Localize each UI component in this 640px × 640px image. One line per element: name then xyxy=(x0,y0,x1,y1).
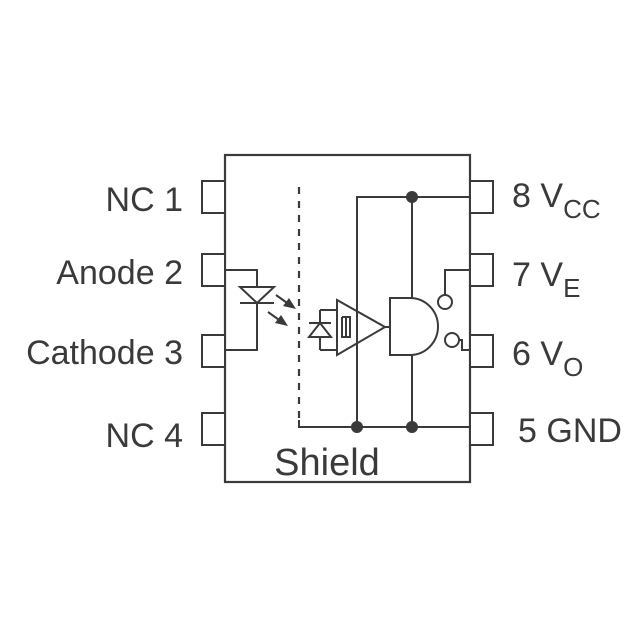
pin-1-label: NC 1 xyxy=(106,181,183,219)
junction-gnd-left xyxy=(351,421,363,433)
pin-7-label: 7 VE xyxy=(512,256,580,303)
pin-3-tab xyxy=(201,334,226,368)
pin-6-label: 6 VO xyxy=(512,335,583,382)
pin-7-tab xyxy=(469,253,494,287)
amplifier-triangle xyxy=(336,298,388,357)
junction-vcc xyxy=(406,191,418,203)
nand-gate-body xyxy=(389,297,439,356)
vcc-rail xyxy=(356,196,470,427)
led-diode-triangle xyxy=(237,286,277,305)
pin-8-label: 8 VCC xyxy=(512,177,601,224)
ic-package-body xyxy=(223,153,472,484)
light-emission-arrows xyxy=(267,294,296,326)
pin-2-label: Anode 2 xyxy=(56,254,183,292)
pin-4-label: NC 4 xyxy=(106,417,183,455)
vo-wire xyxy=(459,339,470,351)
shield-label: Shield xyxy=(274,442,380,484)
pin-5-label: 5 GND xyxy=(518,412,622,450)
pin-4-tab xyxy=(201,412,226,446)
pin-6-tab xyxy=(469,334,494,368)
pin-3-label: Cathode 3 xyxy=(26,334,183,372)
junction-gnd-right xyxy=(406,421,418,433)
ve-wire xyxy=(444,269,470,295)
pin-5-tab xyxy=(469,412,494,446)
pin-2-tab xyxy=(201,253,226,287)
pin-8-tab xyxy=(469,180,494,214)
cathode-wire xyxy=(225,303,258,351)
pin-1-tab xyxy=(201,180,226,214)
anode-wire xyxy=(225,269,258,287)
schmitt-hysteresis-icon xyxy=(341,316,351,338)
